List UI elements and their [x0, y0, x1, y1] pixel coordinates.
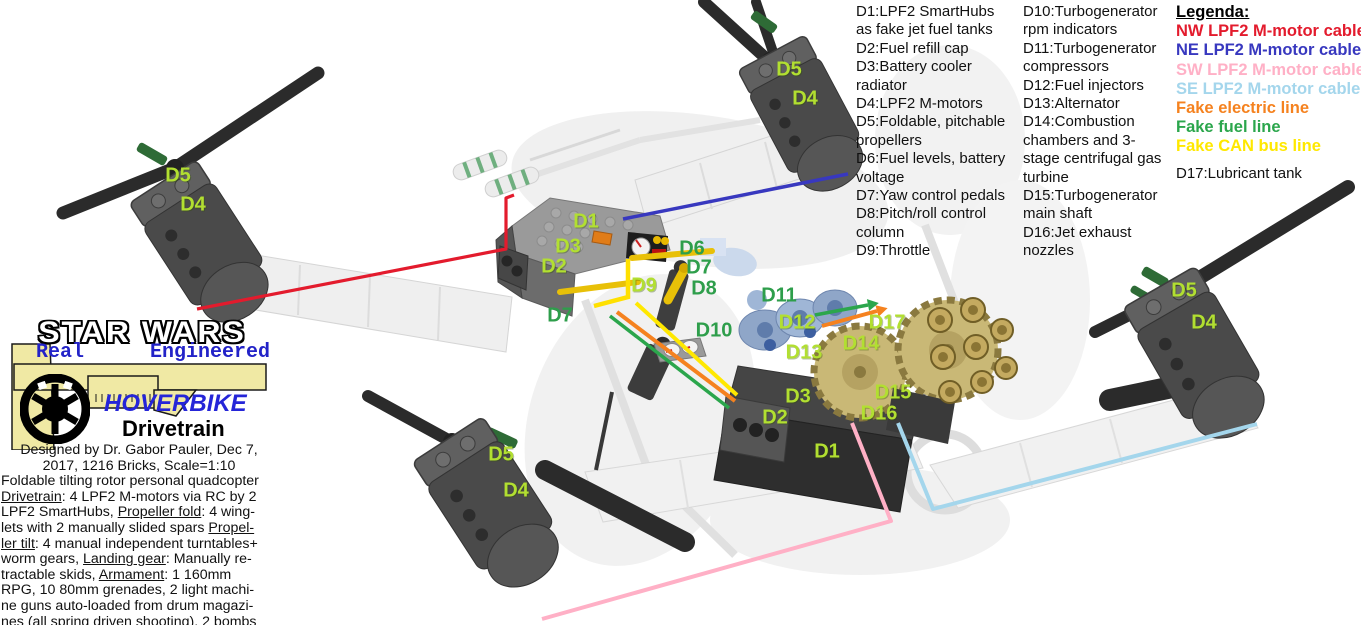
description-body-line: ne guns auto-loaded from drum magazi- [1, 597, 254, 614]
parts-list-line: D4:LPF2 M-motors [856, 95, 983, 113]
shock-absorber [484, 166, 540, 198]
logo-product-subtitle: Drivetrain [122, 416, 225, 441]
parts-list-line: main shaft [1023, 205, 1093, 223]
cable-se-m-motor [896, 422, 1258, 511]
description-body-line: tractable skids, Armament: 1 160mm [1, 566, 232, 583]
parts-list-line: nozzles [1023, 242, 1074, 260]
description-body-line: Drivetrain: 4 LPF2 M-motors via RC by 2 [1, 488, 257, 505]
parts-list-line: stage centrifugal gas [1023, 150, 1162, 168]
legend-item: NW LPF2 M-motor cable [1176, 22, 1361, 41]
legend-item: Fake CAN bus line [1176, 137, 1321, 156]
description-body-line: Foldable tilting rotor personal quadcopt… [1, 473, 259, 490]
cable-fake-electric-arrow [821, 309, 878, 328]
logo-block: STAR WARS Real Engineered HOVERBIKE Driv… [2, 314, 276, 450]
parts-list-line: propellers [856, 131, 922, 149]
description-body-line: nes (all spring driven shooting), 2 bomb… [1, 613, 257, 625]
parts-list-line: D1:LPF2 SmartHubs [856, 3, 995, 20]
parts-list-line: D13:Alternator [1023, 95, 1120, 113]
description-text: Designed by Dr. Gabor Pauler, Dec 7,2017… [1, 442, 277, 625]
cable-fake-can-bus [634, 301, 739, 397]
parts-list-line: D7:Yaw control pedals [856, 187, 1005, 205]
imperial-emblem-icon [20, 374, 90, 444]
cable-ne-m-motor [622, 172, 849, 221]
rotor-se [1089, 180, 1355, 455]
parts-list-line: D14:Combustion [1023, 113, 1135, 131]
logo-real-engineered: Real Engineered [36, 341, 270, 364]
parts-list-line: D16:Jet exhaust [1023, 223, 1132, 241]
cable-fake-fuel [608, 314, 731, 410]
shock-absorber [452, 149, 508, 181]
logo-word-engineered: Engineered [149, 341, 270, 364]
parts-list-line: rpm indicators [1023, 21, 1118, 39]
parts-list-line: turbine [1023, 168, 1069, 186]
control-linkages [557, 248, 715, 309]
legend-item: Fake fuel line [1176, 118, 1281, 137]
parts-list-line: D8:Pitch/roll control [856, 205, 987, 223]
cable-fake-electric [615, 310, 737, 403]
parts-list-line: D9:Throttle [856, 242, 931, 260]
description-body-line: LPF2 SmartHubs, Propeller fold: 4 wing- [1, 504, 255, 521]
parts-list-line: column [856, 223, 905, 241]
parts-list-line: D15:Turbogenerator [1023, 187, 1158, 205]
description-body-line: RPG, 10 80mm grenades, 2 light machi- [1, 582, 255, 599]
legend-item: SW LPF2 M-motor cable [1176, 60, 1361, 79]
rotor-ne [698, 0, 879, 206]
logo-product-name: HOVERBIKE [104, 390, 247, 417]
parts-list-line: D12:Fuel injectors [1023, 76, 1144, 94]
cable-fake-fuel-arrow [814, 303, 869, 317]
parts-list-line: D3:Battery cooler [856, 58, 972, 76]
logo-word-real: Real [36, 341, 85, 364]
legend-item: Fake electric line [1176, 99, 1309, 118]
parts-list-line: D10:Turbogenerator [1023, 3, 1158, 20]
parts-list-line: D6:Fuel levels, battery [856, 150, 1006, 168]
rotor-nw [56, 66, 325, 339]
parts-list-line: D5:Foldable, pitchable [856, 113, 1006, 131]
legend-item: SE LPF2 M-motor cable [1176, 79, 1361, 98]
parts-list-line: D11:Turbogenerator [1023, 39, 1157, 57]
parts-list-line: D2:Fuel refill cap [856, 39, 969, 57]
description-header-line: 2017, 1216 Bricks, Scale=1:10 [42, 457, 236, 474]
parts-list-line: as fake jet fuel tanks [856, 21, 993, 39]
cable-layer [196, 172, 1258, 621]
cable-arrowhead [875, 305, 888, 317]
parts-list-line: chambers and 3- [1023, 131, 1136, 149]
parts-list-line: voltage [856, 168, 905, 186]
rotor-sw [362, 390, 695, 605]
turbogenerator-assembly [713, 289, 1018, 513]
description-body-line: ler tilt: 4 manual independent turntable… [1, 535, 258, 552]
cable-arrowhead [866, 299, 879, 311]
legend-extra-item: D17:Lubricant tank [1176, 164, 1302, 182]
cable-nw-m-motor [196, 193, 515, 311]
compressors [738, 289, 858, 351]
legend-heading: Legenda: [1176, 3, 1250, 21]
parts-list-line: radiator [856, 76, 907, 94]
legend-item: NE LPF2 M-motor cable [1176, 41, 1361, 60]
description-body-line: lets with 2 manually slided spars Propel… [1, 519, 255, 536]
wing-se [929, 384, 1259, 509]
parts-list-line: compressors [1023, 58, 1109, 76]
logo-star-wars: STAR WARS [38, 315, 246, 349]
description-body-line: worm gears, Landing gear: Manually re- [1, 551, 252, 568]
cable-sw-m-motor [541, 422, 893, 621]
description-header-line: Designed by Dr. Gabor Pauler, Dec 7, [20, 442, 258, 458]
